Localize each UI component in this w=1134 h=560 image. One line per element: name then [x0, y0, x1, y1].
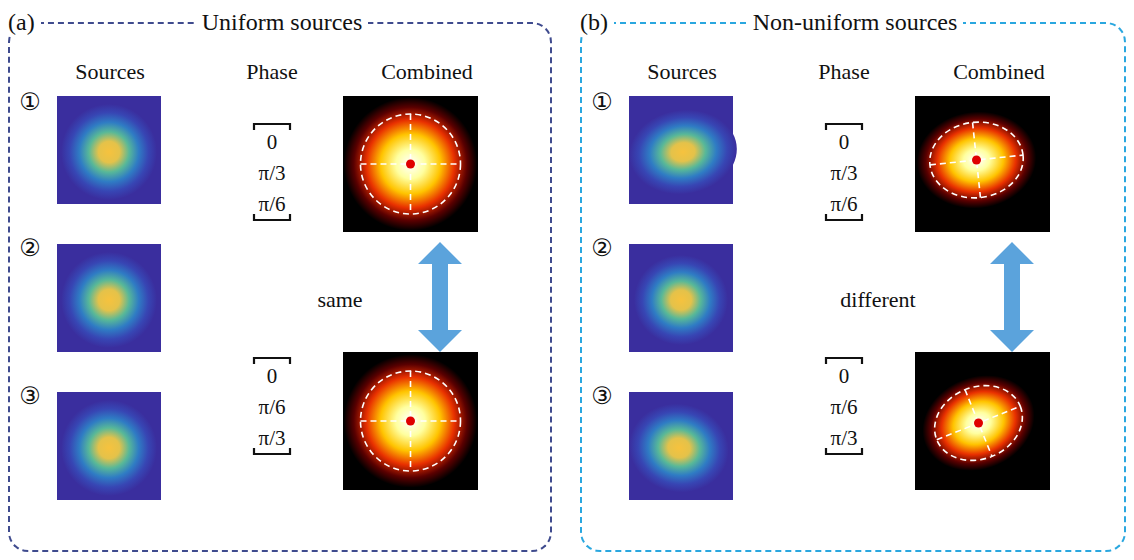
phase-value: π/6 — [259, 396, 286, 419]
source-image-ground — [629, 244, 733, 352]
column-header: Phase — [246, 60, 297, 84]
combined-beam — [908, 359, 1049, 487]
panel-title: Non-uniform sources — [747, 9, 964, 36]
phase-value: 0 — [267, 365, 278, 388]
phase-value: π/3 — [259, 427, 286, 450]
phase-bracket — [254, 124, 290, 130]
phase-value: π/3 — [259, 162, 286, 185]
source-image-ground — [57, 392, 161, 500]
column-header: Combined — [953, 60, 1045, 84]
phase-bracket — [826, 358, 862, 364]
combined-beam — [912, 106, 1041, 215]
column-header: Combined — [381, 60, 473, 84]
callout-number: ② — [591, 235, 613, 261]
phase-bracket — [254, 358, 290, 364]
phase-value: π/6 — [831, 396, 858, 419]
combined-beam — [344, 354, 477, 487]
phase-value: 0 — [267, 131, 278, 154]
source-image-ground — [57, 244, 161, 352]
column-header: Phase — [818, 60, 869, 84]
comparison-double-arrow — [990, 242, 1034, 352]
callout-number: ② — [19, 235, 41, 261]
comparison-label: same — [317, 288, 362, 312]
beam-centroid-dot — [972, 156, 981, 165]
phase-value: π/6 — [831, 193, 858, 216]
axis-line — [930, 155, 1023, 165]
gaussian-source-beam — [61, 252, 157, 348]
panel-title: Uniform sources — [196, 9, 369, 36]
beam-width-ellipse — [361, 371, 461, 471]
beam-width-ellipse — [361, 114, 461, 214]
callout-number: ③ — [19, 383, 41, 409]
gaussian-source-beam — [61, 104, 157, 200]
phase-value: π/6 — [259, 193, 286, 216]
beam-centroid-dot — [406, 417, 415, 426]
combined-image-ground — [343, 96, 478, 232]
beam-width-ellipse — [923, 373, 1033, 473]
beam-width-ellipse — [926, 118, 1027, 203]
combined-beam — [344, 97, 477, 230]
phase-value: π/3 — [831, 427, 858, 450]
gaussian-source-beam — [624, 103, 743, 201]
callout-number: ① — [19, 89, 41, 115]
phase-bracket — [826, 124, 862, 130]
beam-centroid-dot — [974, 419, 983, 428]
panel-frame: (a)Uniform sources — [8, 22, 552, 552]
phase-value: 0 — [839, 131, 850, 154]
axis-line — [973, 122, 981, 197]
combined-image-ground — [343, 352, 478, 490]
beam-centroid-dot — [406, 160, 415, 169]
column-header: Sources — [647, 60, 717, 84]
phase-value: π/3 — [831, 162, 858, 185]
callout-number: ① — [591, 89, 613, 115]
column-header: Sources — [75, 60, 145, 84]
panel-letter: (a) — [2, 9, 41, 36]
panel-letter: (b) — [574, 9, 614, 36]
gaussian-source-beam — [621, 395, 737, 502]
gaussian-source-beam — [634, 255, 728, 345]
comparison-double-arrow — [418, 242, 462, 352]
comparison-label: different — [840, 288, 915, 312]
callout-number: ③ — [591, 383, 613, 409]
gaussian-source-beam — [61, 400, 157, 496]
axis-line — [937, 406, 1020, 440]
source-image-ground — [57, 96, 161, 204]
axis-line — [965, 390, 992, 457]
phase-value: 0 — [839, 365, 850, 388]
